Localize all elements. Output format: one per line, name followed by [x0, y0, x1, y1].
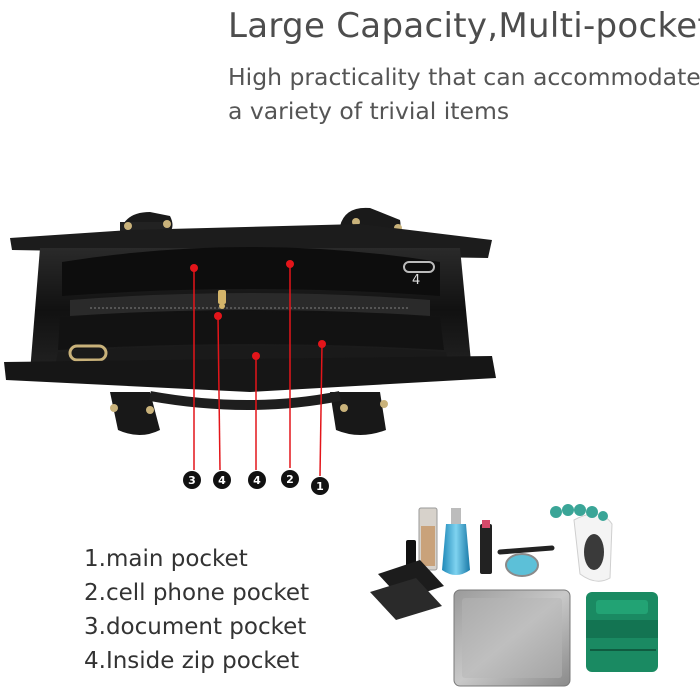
- bag-label: 4: [412, 273, 420, 288]
- callout-number: 1: [316, 480, 324, 493]
- legend-item: 3.document pocket: [84, 614, 307, 640]
- subheadline: High practicality that can accommodate a…: [228, 60, 700, 128]
- callout-number: 2: [286, 473, 294, 486]
- callout-badge: 2: [281, 470, 299, 488]
- headline: Large Capacity,Multi-pocket: [228, 6, 700, 46]
- legend-item: 4.Inside zip pocket: [84, 648, 300, 674]
- handbag-photo: 4: [4, 207, 496, 477]
- callout-badge: 4: [248, 471, 266, 489]
- callout-number: 4: [218, 474, 226, 487]
- tablet-photo: [453, 589, 571, 687]
- callout-badge: 4: [213, 471, 231, 489]
- wallet-photo: [586, 592, 658, 672]
- cosmetics-photo: [370, 504, 613, 620]
- legend-item: 2.cell phone pocket: [84, 580, 310, 606]
- callout-number: 4: [253, 474, 261, 487]
- callout-badge: 3: [183, 471, 201, 489]
- pocket-legend: 1.main pocket 2.cell phone pocket 3.docu…: [84, 542, 309, 678]
- callout-badge: 1: [311, 477, 329, 495]
- callout-number: 3: [188, 474, 196, 487]
- legend-item: 1.main pocket: [84, 546, 248, 572]
- subheadline-line-1: High practicality that can accommodate: [228, 63, 700, 91]
- subheadline-line-2: a variety of trivial items: [228, 97, 510, 125]
